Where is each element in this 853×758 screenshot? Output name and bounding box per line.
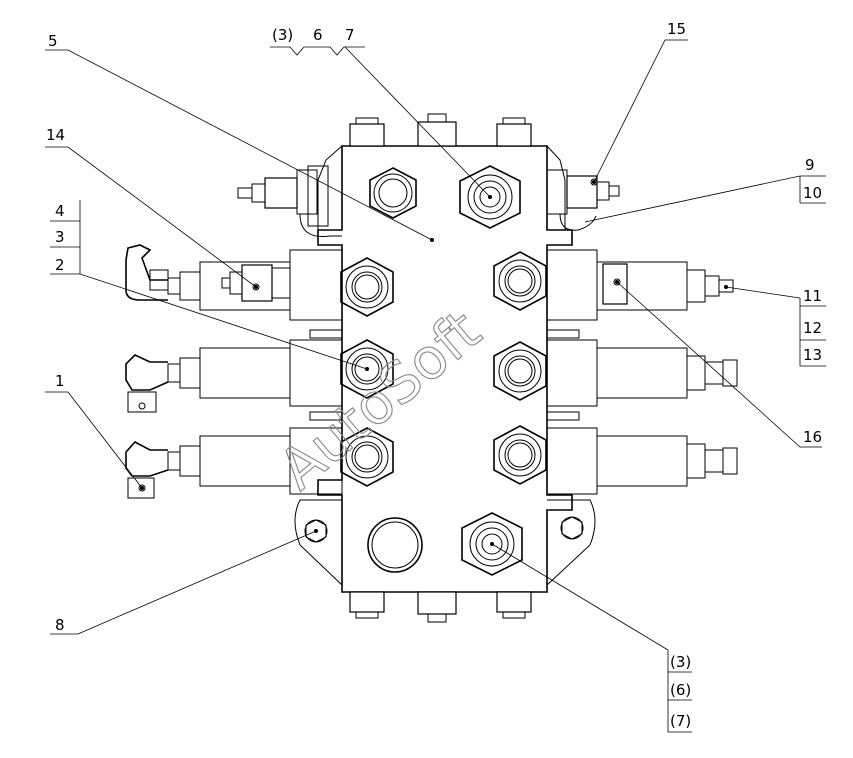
bottom-caps [349, 591, 532, 623]
label-bottom-7: (7) [670, 712, 691, 730]
watermark: AutoSoft [267, 298, 493, 502]
label-4: 4 [55, 202, 65, 220]
left-actuators [125, 165, 343, 499]
valve-body [294, 145, 596, 593]
label-2: 2 [55, 256, 65, 274]
label-8: 8 [55, 616, 65, 634]
label-top-3: (3) [272, 26, 293, 44]
label-5: 5 [48, 32, 58, 50]
ports [340, 165, 547, 576]
label-3: 3 [55, 228, 65, 246]
label-10: 10 [803, 184, 822, 202]
leader-lines [45, 39, 826, 733]
label-bottom-3: (3) [670, 653, 691, 671]
label-12: 12 [803, 319, 822, 337]
label-16: 16 [803, 428, 822, 446]
top-caps [349, 113, 532, 147]
label-1: 1 [55, 372, 65, 390]
right-actuators [546, 169, 738, 495]
label-9: 9 [805, 156, 815, 174]
label-bottom-6: (6) [670, 681, 691, 699]
label-13: 13 [803, 346, 822, 364]
label-top-6: 6 [313, 26, 323, 44]
part-labels: (3) 6 7 5 14 4 3 2 1 8 15 9 10 11 12 13 … [46, 20, 822, 730]
label-top-7: 7 [345, 26, 355, 44]
label-15: 15 [667, 20, 686, 38]
label-11: 11 [803, 287, 822, 305]
label-14: 14 [46, 126, 65, 144]
